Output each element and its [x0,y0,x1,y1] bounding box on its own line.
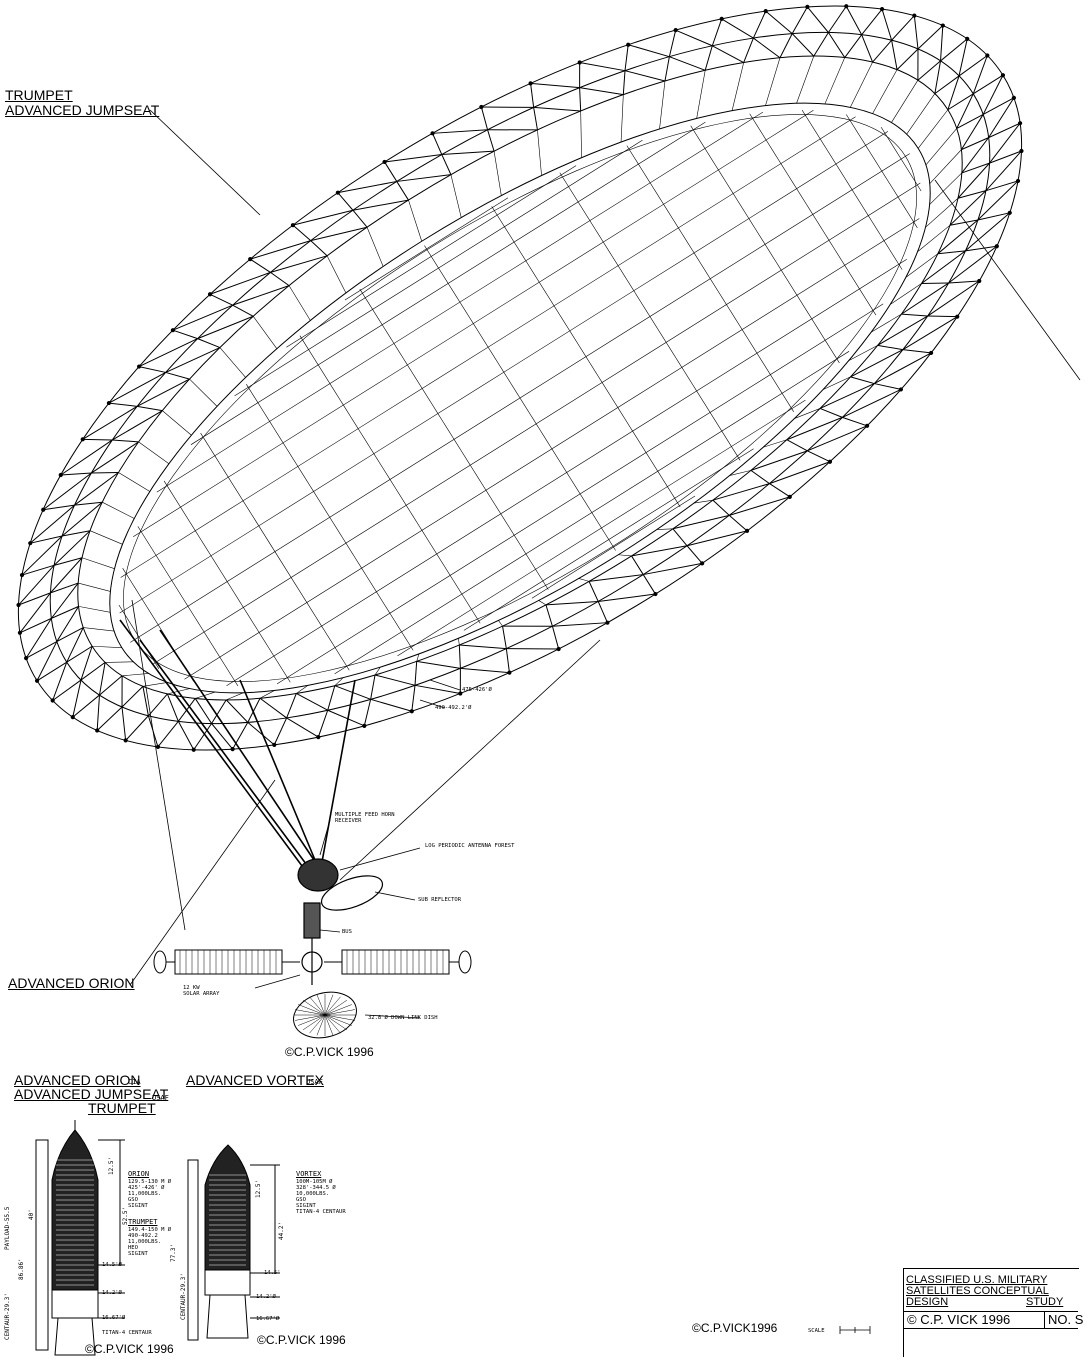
stack-right-dim-44-2: 44.2' [278,1221,285,1240]
stack-right-dim-14-2: 14.2'Ø [256,1294,276,1300]
stack-left-payload-label: PAYLOAD-55.5 [4,1206,11,1250]
feed-horn-callout-1: MULTIPLE FEED HORN [335,812,395,818]
copyright-bottom: ©C.P.VICK1996 [692,1321,778,1335]
inner-diameter-callout: 475-426'Ø [462,687,492,693]
stack-left-orion-spec-2: 11,000LBS. [128,1191,162,1197]
stack-left-trumpet-heading: TRUMPET [128,1218,158,1226]
stack-right-dim-77-3: 77.3' [170,1243,177,1262]
downlink-dish [293,991,357,1039]
legend-vortex-agency: USAF [306,1078,323,1086]
feed-horn-callout-2: RECEIVER [335,818,362,824]
stack-right-vortex-spec-2: 10,000LBS. [296,1191,330,1197]
title-block-line3b: STUDY [1026,1296,1064,1308]
stack-left-orion-spec-4: SIGINT [128,1203,148,1209]
bus-callout: BUS [342,929,352,935]
legend-orion-title: ADVANCED ORION [14,1072,141,1088]
stack-left-trumpet-spec-3: HEO [128,1245,138,1251]
stack-right-vortex-spec-5: TITAN-4 CENTAUR [296,1209,346,1215]
stack-right-dim-16-67: 16.67'Ø [256,1316,280,1322]
stack-left-trumpet-spec-1: 490-492.2 [128,1233,158,1239]
log-periodic-callout: LOG PERIODIC ANTENNA FOREST [425,843,515,849]
stack-left-dim-12-5: 12.5' [108,1156,115,1175]
scale-label: SCALE [808,1328,825,1334]
stack-right-vortex-spec-1: 328'-344.5 Ø [296,1185,336,1191]
title-block-line3a: DESIGN [906,1296,949,1308]
stack-left-vehicle: TITAN-4 CENTAUR [102,1330,152,1336]
launch-stack-right [187,1144,280,1341]
stack-left-dim-40: 40' [28,1209,35,1220]
scale-bar [839,1326,871,1334]
stack-left-dim-16-67: 16.67'Ø [102,1315,126,1321]
spacecraft-bus [297,858,384,985]
copyright-mid: ©C.P.VICK 1996 [257,1333,346,1347]
antenna-truss-ring [16,4,1024,752]
support-struts [119,619,356,873]
stack-right-vortex-heading: VORTEX [296,1170,322,1178]
solar-array-callout-2: SOLAR ARRAY [183,991,220,997]
legend-orion-agency: CIA [128,1078,141,1086]
title-block-number: NO. S [1045,1311,1083,1329]
legend-jumpseat-title: ADVANCED JUMPSEAT [14,1086,169,1102]
stack-right-dim-12-5: 12.5' [255,1179,262,1198]
stack-left-trumpet-spec-2: 11,000LBS. [128,1239,162,1245]
stack-right-vortex-spec-4: SIGINT [296,1203,316,1209]
stack-right-centaur-label: CENTAUR-29.3' [180,1273,187,1320]
copyright-main: ©C.P.VICK 1996 [285,1045,374,1059]
downlink-callout: 32.8'Ø DOWN LINK DISH [368,1015,438,1021]
stack-left-dim-86: 86.86' [18,1258,25,1280]
stack-left-dim-52-5: 52.5' [122,1206,129,1225]
stack-left-orion-spec-3: GSO [128,1197,138,1203]
stack-left-dim-14-2: 14.2'Ø [102,1290,122,1296]
stack-left-trumpet-spec-0: 149.4-150 M Ø [128,1227,172,1233]
advanced-jumpseat-label: ADVANCED JUMPSEAT [5,102,160,118]
stack-left-dim-14-5: 14.5'Ø [102,1262,122,1268]
stack-left-orion-spec-0: 129.5-130 M Ø [128,1179,172,1185]
leader-lines [129,109,1081,1019]
reflector-mesh [78,56,963,701]
sub-reflector-callout: SUB REFLECTOR [418,897,462,903]
advanced-orion-label: ADVANCED ORION [8,975,135,991]
title-block: CLASSIFIED U.S. MILITARY SATELLITES CONC… [903,1268,1083,1357]
stack-left-orion-spec-1: 425'-426' Ø [128,1185,165,1191]
stack-left-trumpet-spec-4: SIGINT [128,1251,148,1257]
stack-right-vortex-spec-0: 100M-105M Ø [296,1179,333,1185]
solar-array-callout-1: 12 KW [183,985,200,991]
legend-jumpseat-agency: USAF [152,1094,169,1102]
stack-left-orion-heading: ORION [128,1170,150,1178]
stack-right-dim-14-5: 14.5' [264,1270,281,1276]
title-block-owner: © C.P. VICK 1996 [904,1311,1045,1329]
stack-right-vortex-spec-3: GSO [296,1197,306,1203]
copyright-left: ©C.P.VICK 1996 [85,1342,174,1356]
legend-vortex-title: ADVANCED VORTEX [186,1072,324,1088]
legend-trumpet-title: TRUMPET [88,1100,156,1116]
solar-array-left [153,949,300,975]
solar-array-right [324,949,472,975]
trumpet-label: TRUMPET [5,87,73,103]
title-block-line2: SATELLITES CONCEPTUAL [906,1285,1049,1297]
title-block-line1: CLASSIFIED U.S. MILITARY [906,1274,1048,1286]
outer-diameter-callout: 490-492.2'Ø [435,705,472,711]
stack-left-centaur-label: CENTAUR-29.3' [4,1293,11,1340]
